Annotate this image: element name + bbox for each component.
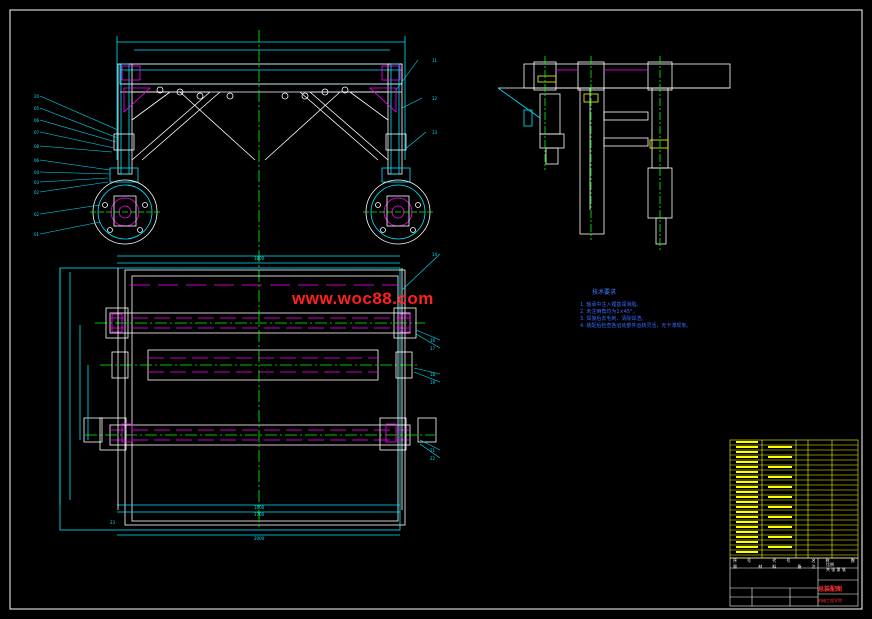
svg-text:07: 07 <box>34 130 40 135</box>
scale-line2: 共 张 第 张 <box>826 567 846 572</box>
bom-cell-text <box>768 446 792 448</box>
bom-cell-text <box>768 506 792 508</box>
svg-text:02: 02 <box>34 212 40 217</box>
bom-cell-text <box>736 511 758 513</box>
scale-line1: 比例 <box>826 562 834 567</box>
bom-cell-text <box>768 516 792 518</box>
svg-text:1700: 1700 <box>254 512 265 517</box>
technical-notes: 技术要求 1. 轴承中注入锂基润滑脂。 2. 未注倒角均为1×45°。 3. 焊… <box>580 289 691 330</box>
bom-cell-text <box>736 541 758 543</box>
svg-text:14: 14 <box>432 252 438 257</box>
bom-cell-text <box>736 521 758 523</box>
drawing-name: 总装配图 <box>818 586 843 593</box>
bom-cell-text <box>736 551 758 553</box>
bom-cell-text <box>736 506 758 508</box>
bom-cell-text <box>736 531 758 533</box>
bom-cell-text <box>736 536 758 538</box>
front-view: 20 05 06 07 08 06 04 03 02 02 01 11 12 13 <box>34 30 438 290</box>
svg-text:16: 16 <box>430 338 436 343</box>
svg-text:11: 11 <box>432 58 438 63</box>
svg-text:17: 17 <box>430 346 436 351</box>
bom-cell-text <box>736 486 758 488</box>
bom-cell-text <box>736 466 758 468</box>
bom-cell-text <box>736 501 758 503</box>
bom-cell-text <box>736 546 758 548</box>
side-view <box>497 56 731 250</box>
svg-text:13: 13 <box>432 130 438 135</box>
bom-cell-text <box>736 491 758 493</box>
outer-frame <box>9 9 863 610</box>
school-name: 机械工程学院 <box>818 598 842 603</box>
watermark-text: www.woc88.com <box>292 289 434 308</box>
bom-cell-text <box>768 456 792 458</box>
svg-text:18: 18 <box>430 372 436 377</box>
svg-text:02: 02 <box>34 190 40 195</box>
bom-cell-text <box>768 466 792 468</box>
bom-cell-text <box>736 481 758 483</box>
svg-text:03: 03 <box>34 180 40 185</box>
bom-cell-text <box>768 536 792 538</box>
bom-cell-text <box>736 526 758 528</box>
bom-cell-text <box>736 461 758 463</box>
svg-text:05: 05 <box>34 106 40 111</box>
bom-cell-text <box>768 476 792 478</box>
svg-text:06: 06 <box>34 158 40 163</box>
svg-text:1600: 1600 <box>254 505 265 510</box>
bom-cell-text <box>736 441 758 443</box>
note-item: 4. 装配后检查各运动部件运转灵活，无卡滞现象。 <box>580 323 692 329</box>
bom-cell-text <box>768 496 792 498</box>
svg-text:06: 06 <box>34 118 40 123</box>
svg-text:08: 08 <box>34 144 40 149</box>
bom-cell-text <box>736 476 758 478</box>
svg-text:21: 21 <box>430 448 436 453</box>
svg-text:04: 04 <box>34 170 40 175</box>
svg-text:22: 22 <box>430 456 436 461</box>
bom-table <box>729 439 859 607</box>
scale-label: 比例 共 张 第 张 <box>826 562 846 572</box>
note-item: 3. 焊接后去毛刺、清除焊渣。 <box>580 316 647 322</box>
bom-cell-text <box>736 496 758 498</box>
svg-text:19: 19 <box>430 380 436 385</box>
svg-text:1800: 1800 <box>254 256 265 261</box>
svg-text:12: 12 <box>432 96 438 101</box>
notes-title: 技术要求 <box>592 289 617 296</box>
bom-cell-text <box>736 456 758 458</box>
svg-text:2000: 2000 <box>254 536 265 541</box>
bom-cell-text <box>768 546 792 548</box>
svg-text:01: 01 <box>34 232 40 237</box>
bom-cell-text <box>768 526 792 528</box>
bom-cell-text <box>736 446 758 448</box>
bom-cell-text <box>736 451 758 453</box>
bom-cell-text <box>768 486 792 488</box>
svg-text:23: 23 <box>110 520 116 525</box>
bom-cell-text <box>736 516 758 518</box>
note-item: 2. 未注倒角均为1×45°。 <box>580 309 638 315</box>
svg-text:20: 20 <box>34 94 40 99</box>
top-view: 14 16 17 18 19 21 22 23 1800 1600 1700 2000 <box>59 252 441 541</box>
bom-cell-text <box>736 471 758 473</box>
note-item: 1. 轴承中注入锂基润滑脂。 <box>580 302 642 308</box>
bom-column-headers: 序号 代号 名称 数量 材料 备注 <box>733 558 865 569</box>
